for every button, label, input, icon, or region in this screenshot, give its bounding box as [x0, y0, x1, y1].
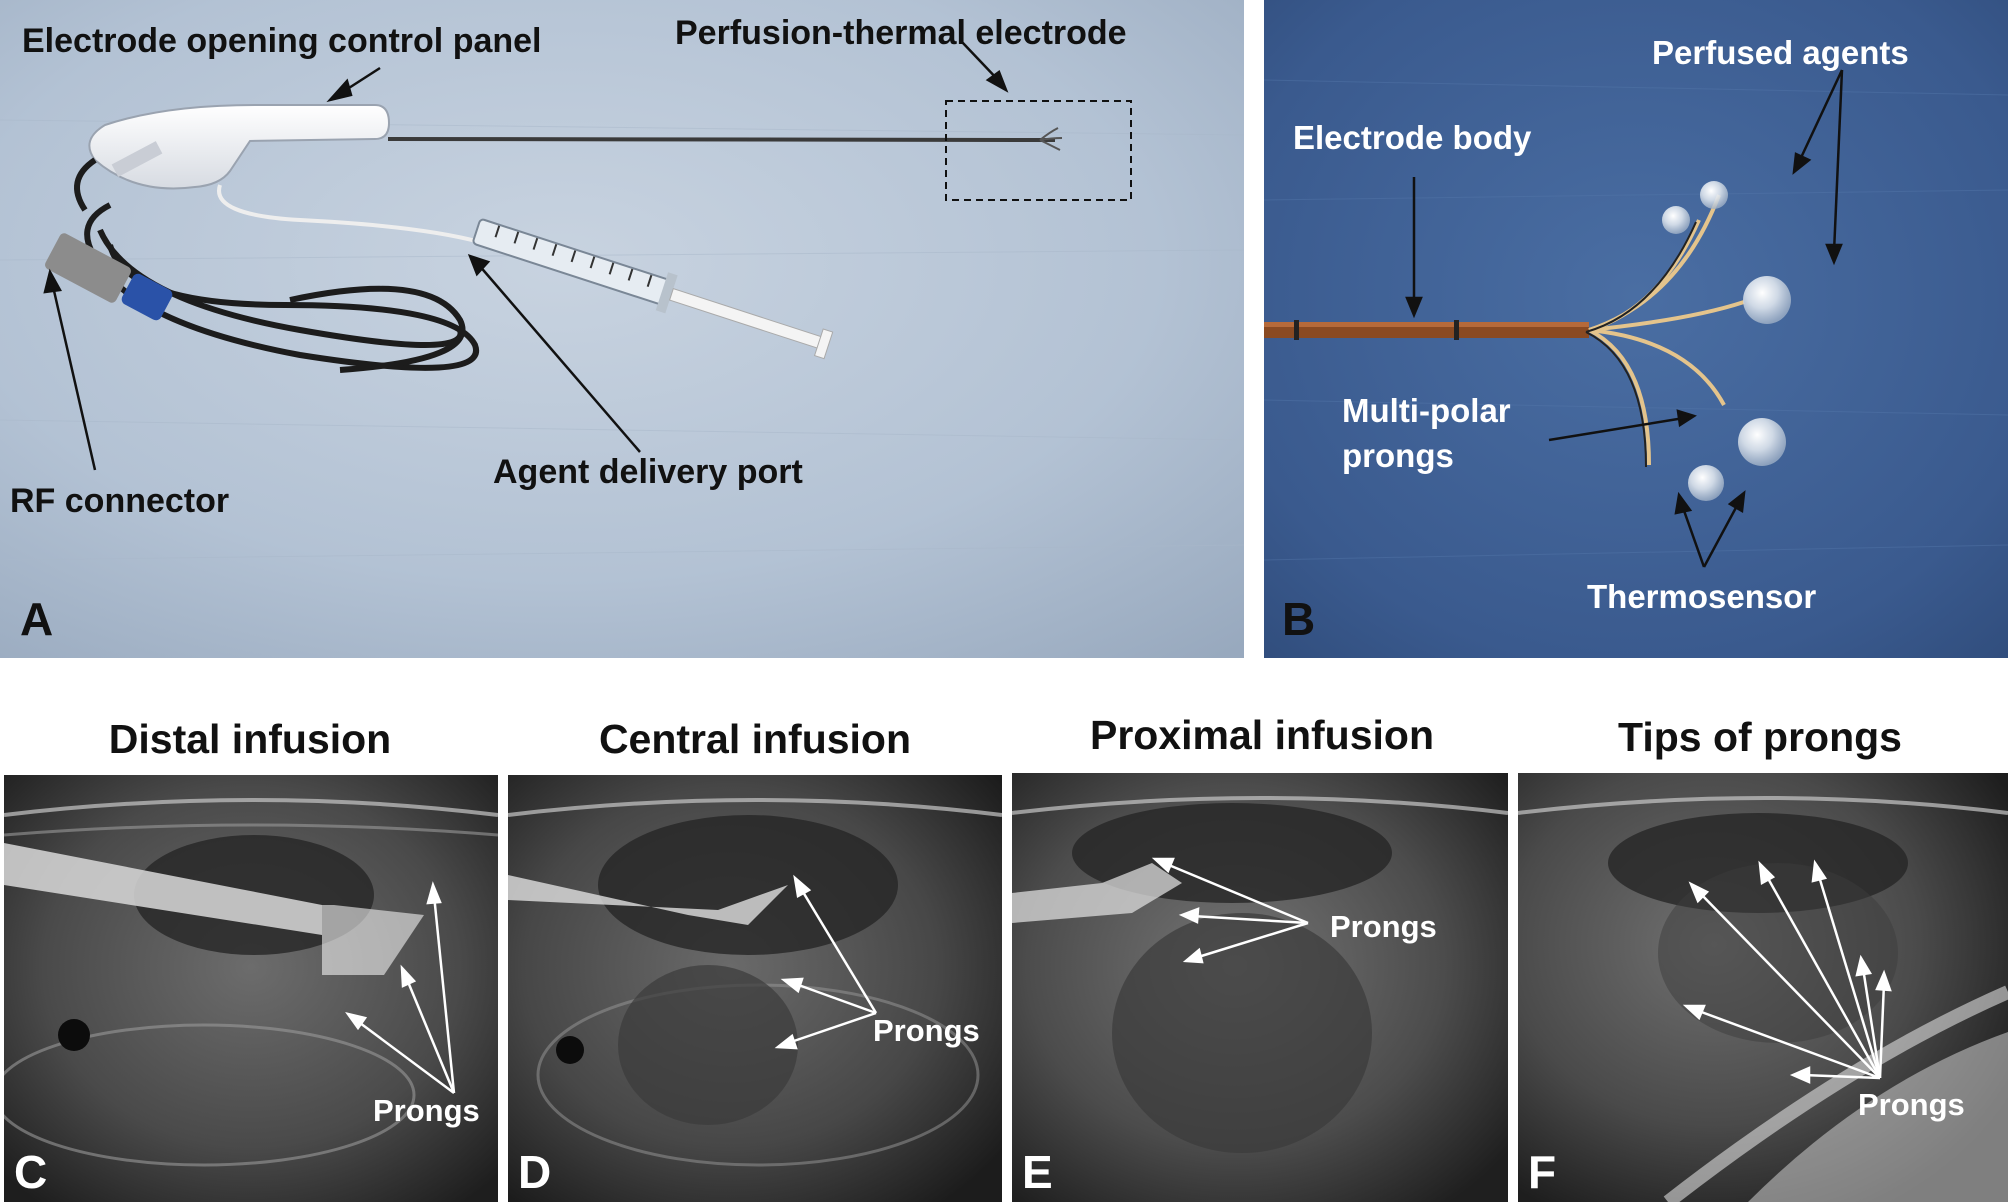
- panel-a-photo: Electrode opening control panel Perfusio…: [0, 0, 1244, 658]
- label-delivery-port: Agent delivery port: [493, 453, 803, 491]
- ultrasound-image-d: [508, 775, 1002, 1202]
- title-d: Central infusion: [598, 716, 912, 762]
- title-f: Tips of prongs: [1618, 714, 1902, 760]
- prongs-label-d: Prongs: [873, 1013, 980, 1048]
- title-c: Distal infusion: [108, 716, 392, 762]
- label-rf-connector: RF connector: [10, 482, 230, 520]
- prongs-label-e: Prongs: [1330, 909, 1437, 944]
- panel-letter-d: D: [518, 1146, 552, 1198]
- panel-letter-b: B: [1282, 593, 1316, 645]
- device-photo: [0, 0, 1244, 658]
- label-prongs-line2: prongs: [1342, 437, 1454, 474]
- electrode-tip-photo: [1264, 0, 2008, 658]
- panel-f-ultrasound: Prongs F: [1518, 773, 2008, 1202]
- label-electrode-body: Electrode body: [1293, 119, 1532, 156]
- panel-b-photo: Perfused agents Electrode body Multi-pol…: [1264, 0, 2008, 658]
- label-prongs-line1: Multi-polar: [1342, 392, 1511, 429]
- panel-e-ultrasound: Prongs E: [1012, 773, 1508, 1202]
- ultrasound-image-f: [1518, 773, 2008, 1202]
- panel-letter-c: C: [14, 1146, 48, 1198]
- ultrasound-image-e: [1012, 773, 1508, 1202]
- prongs-label-c: Prongs: [373, 1093, 480, 1128]
- panel-letter-a: A: [20, 593, 54, 645]
- prongs-label-f: Prongs: [1858, 1087, 1965, 1122]
- panel-d-ultrasound: Prongs D: [508, 775, 1002, 1202]
- label-perfused-agents: Perfused agents: [1652, 34, 1909, 71]
- panel-letter-f: F: [1528, 1146, 1557, 1198]
- panel-c-ultrasound: Prongs C: [4, 775, 498, 1202]
- label-control-panel: Electrode opening control panel: [22, 22, 542, 60]
- panel-letter-e: E: [1022, 1146, 1053, 1198]
- ultrasound-image-c: [4, 775, 498, 1202]
- label-electrode: Perfusion-thermal electrode: [675, 14, 1127, 52]
- title-e: Proximal infusion: [1090, 712, 1434, 758]
- label-thermosensor: Thermosensor: [1587, 578, 1817, 615]
